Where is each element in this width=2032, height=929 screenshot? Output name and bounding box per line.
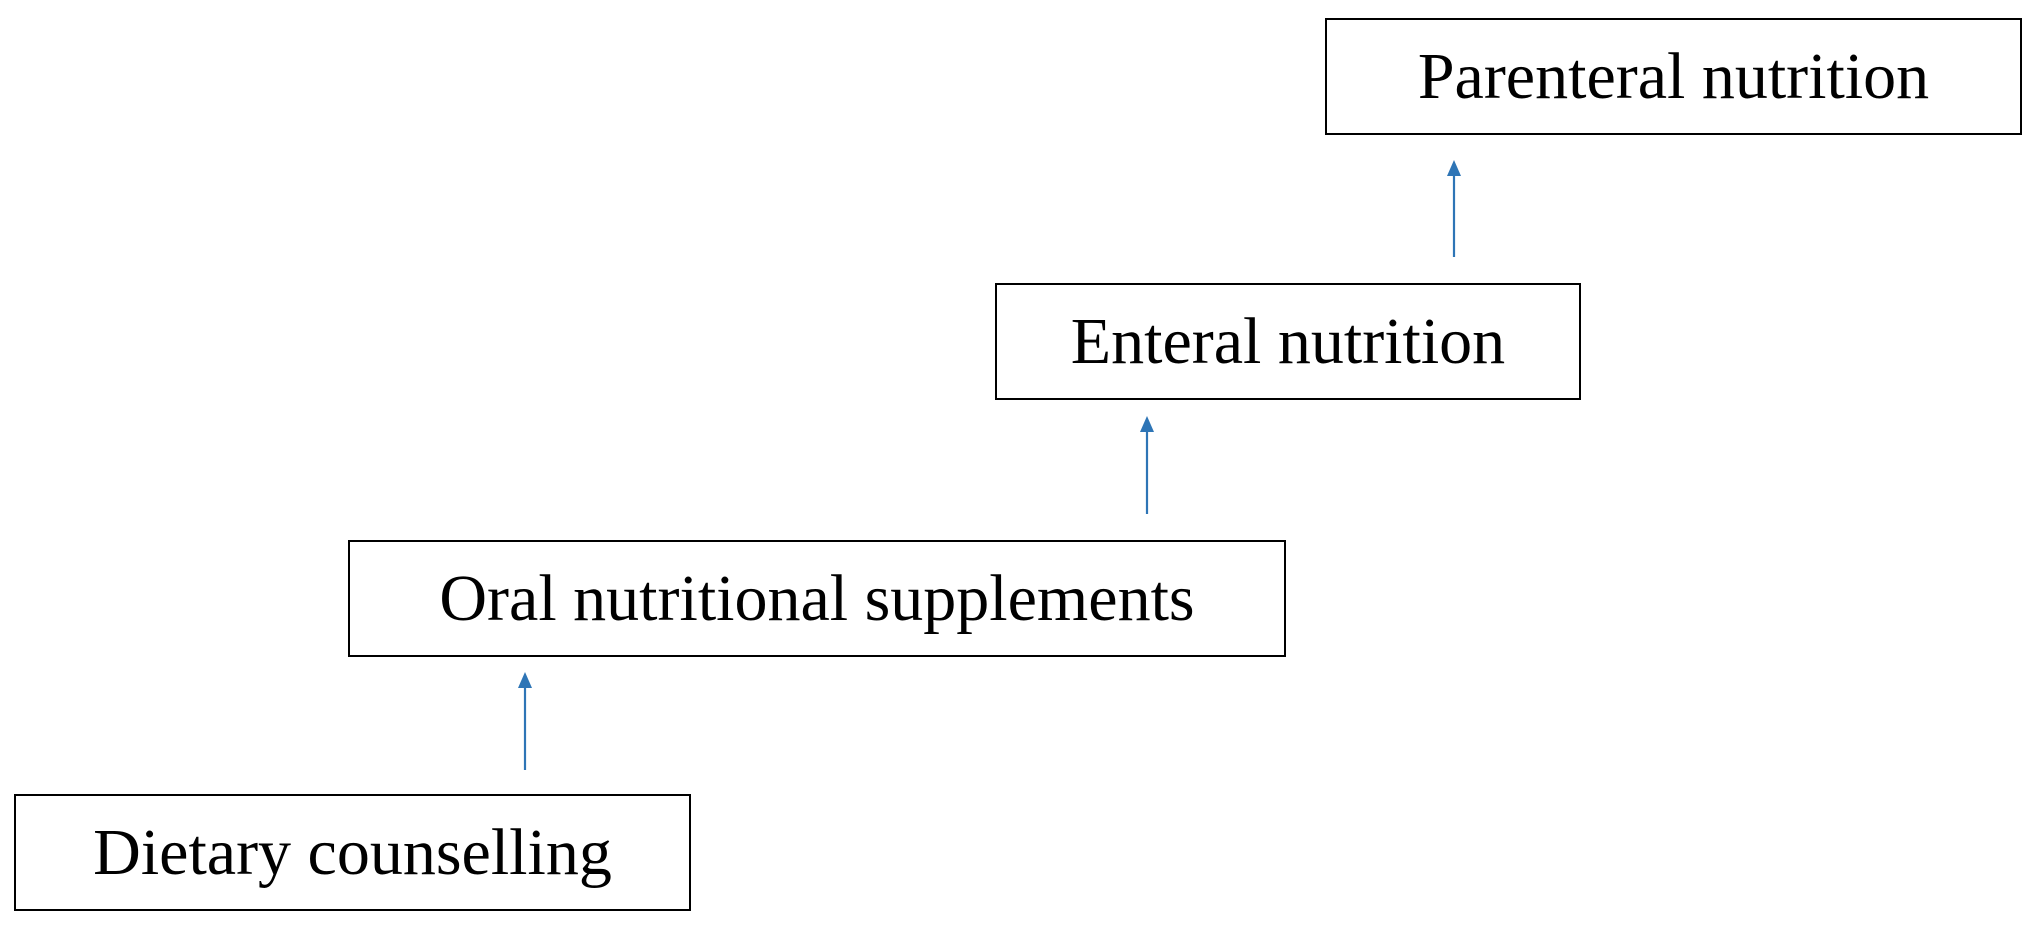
step-label-parenteral-nutrition: Parenteral nutrition [1417,39,1930,113]
step-label-dietary-counselling: Dietary counselling [93,815,612,889]
arrowhead-enteral-to-parenteral [1447,160,1461,176]
step-label-oral-nutritional-supplements: Oral nutritional supplements [439,561,1195,635]
arrowhead-dietary-to-oral [518,672,532,688]
step-box-parenteral-nutrition: Parenteral nutrition [1325,18,2022,135]
step-box-dietary-counselling: Dietary counselling [14,794,691,911]
step-box-oral-nutritional-supplements: Oral nutritional supplements [348,540,1286,657]
arrowhead-oral-to-enteral [1140,416,1154,432]
step-label-enteral-nutrition: Enteral nutrition [1070,304,1506,378]
step-box-enteral-nutrition: Enteral nutrition [995,283,1581,400]
